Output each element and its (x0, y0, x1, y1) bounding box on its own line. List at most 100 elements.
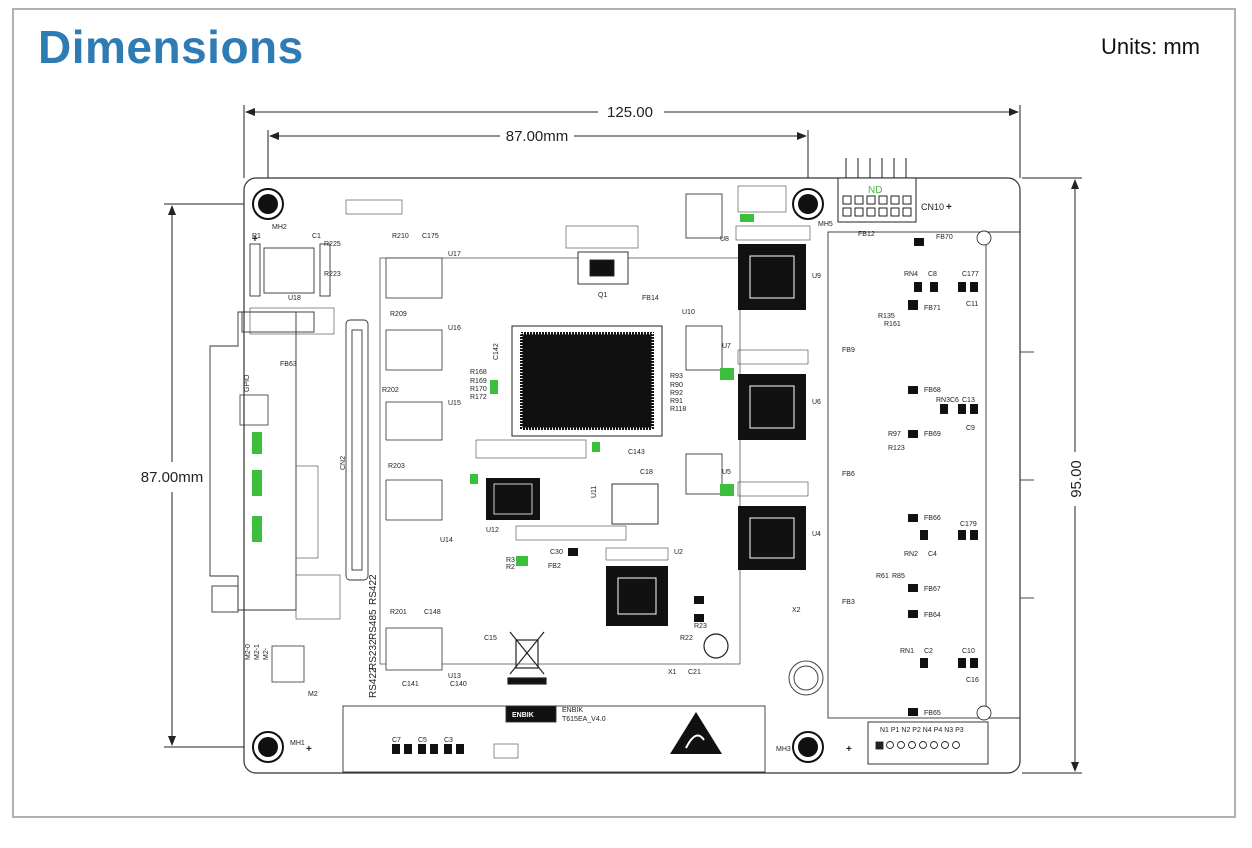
right-qfp-chips (738, 244, 806, 570)
plus-mark-bl: + (306, 744, 312, 755)
rn3-label: RN3 (936, 397, 950, 404)
fb6-label: FB6 (842, 471, 855, 478)
component-labels: FB63 FB70 FB71 FB68 FB69 FB66 FB67 FB64 … (252, 231, 979, 744)
mh5-label: MH5 (818, 221, 833, 228)
c4-label: C4 (928, 551, 937, 558)
plus-mark-tl: + (252, 234, 258, 245)
c179-label: C179 (960, 521, 977, 528)
c141-label: C141 (402, 681, 419, 688)
c30-label: C30 (550, 549, 563, 556)
fb65-label: FB65 (924, 710, 941, 717)
u11-label: U11 (591, 486, 598, 498)
u8-label: U8 (720, 236, 729, 243)
fb14-label: FB14 (642, 295, 659, 302)
r203-label: R203 (388, 463, 405, 470)
r91-label: R91 (670, 398, 683, 405)
chip-u11 (611, 483, 659, 525)
rn1-label: RN1 (900, 648, 914, 655)
r223-label: R223 (324, 271, 341, 278)
m2-0-label: M2-0 (245, 644, 252, 660)
resistor-arrays (249, 185, 811, 759)
rs422-label: RS422 (368, 574, 379, 605)
right-connector-area (827, 230, 1034, 721)
fb12-label: FB12 (858, 231, 875, 238)
m2-label: M2 (308, 691, 318, 698)
r93-label: R93 (670, 373, 683, 380)
c15-label: C15 (484, 635, 497, 642)
nd-marker: ND (868, 185, 882, 196)
m2-2-label: M2- (263, 647, 270, 660)
c21-label: C21 (688, 669, 701, 676)
c9-label: C9 (966, 425, 975, 432)
rs485-label: RS485 (368, 609, 379, 640)
r23-label: R23 (694, 623, 707, 630)
cn2-label: CN2 (340, 456, 347, 470)
u7-label: U7 (722, 343, 731, 350)
c10-label: C10 (962, 648, 975, 655)
c8-label: C8 (928, 271, 937, 278)
c142-label: C142 (493, 343, 500, 360)
u16-label: U16 (448, 325, 461, 332)
small-chips-column (685, 193, 723, 495)
c143-label: C143 (628, 449, 645, 456)
r92-label: R92 (670, 390, 683, 397)
mh2-label: MH2 (272, 224, 287, 231)
cn10-label: CN10 (921, 202, 944, 212)
u2-label: U2 (674, 549, 683, 556)
c11-label: C11 (966, 301, 978, 308)
m2-block (271, 645, 305, 683)
plus-mark: + (946, 202, 952, 213)
u14-label: U14 (440, 537, 453, 544)
x2-label: X2 (792, 607, 801, 614)
height-dimension-label: 95.00 (1068, 460, 1085, 498)
r225-label: R225 (324, 241, 341, 248)
fb68-label: FB68 (924, 387, 941, 394)
c1-label: C1 (312, 233, 321, 240)
c175-label: C175 (422, 233, 439, 240)
c3-label: C3 (444, 737, 453, 744)
r97-label: R97 (888, 431, 901, 438)
chip-u12 (486, 478, 540, 520)
r135-label: R135 (878, 313, 895, 320)
u10-label: U10 (682, 309, 695, 316)
page-title: Dimensions (38, 21, 304, 73)
c13-label: C13 (962, 397, 975, 404)
chip-u2 (606, 566, 668, 626)
r202-label: R202 (382, 387, 399, 394)
c16-label: C16 (966, 677, 979, 684)
fb9-label: FB9 (842, 347, 855, 354)
rs232-label: RS232 (368, 639, 379, 670)
r161-label: R161 (884, 321, 901, 328)
u13-label: U13 (448, 673, 461, 680)
u18-label: U18 (288, 295, 301, 302)
u9-label: U9 (812, 273, 821, 280)
component-pads (392, 238, 978, 754)
bottom-strip (342, 705, 766, 773)
r123-label: R123 (888, 445, 905, 452)
rn2-label: RN2 (904, 551, 918, 558)
chip-u18 (249, 243, 331, 297)
r201-label: R201 (390, 609, 407, 616)
r172-label: R172 (470, 394, 487, 401)
fb63-label: FB63 (280, 361, 297, 368)
u15-label: U15 (448, 400, 461, 407)
u17-label: U17 (448, 251, 461, 258)
r1-label: R1 (252, 233, 261, 240)
fb64-label: FB64 (924, 612, 941, 619)
width-dimension-label: 125.00 (607, 104, 653, 121)
c177-label: C177 (962, 271, 979, 278)
board-version: T615EA_V4.0 (562, 716, 606, 723)
esd-warning-icon (670, 712, 722, 754)
hole-spacing-y-label: 87.00mm (141, 469, 204, 486)
r169-label: R169 (470, 378, 487, 385)
gpio-label: GPIO (244, 374, 251, 392)
m2-1-label: M2-1 (254, 644, 261, 660)
r61-label: R61 (876, 573, 889, 580)
cn10-header (837, 158, 917, 223)
c148-label: C148 (424, 609, 441, 616)
u4-label: U4 (812, 531, 821, 538)
fb3-label: FB3 (842, 599, 855, 606)
u5-label: U5 (722, 469, 731, 476)
fb69-label: FB69 (924, 431, 941, 438)
